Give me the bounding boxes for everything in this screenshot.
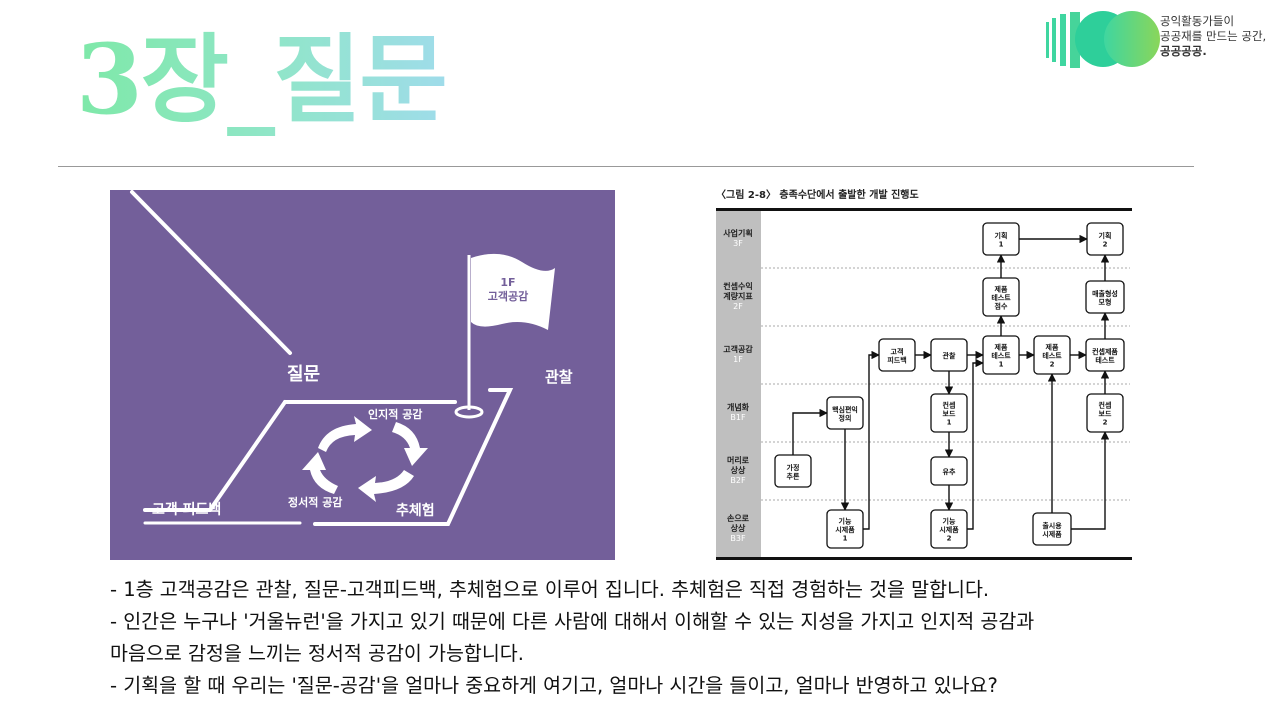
svg-text:고객: 고객 — [891, 347, 904, 356]
bullet-3: 마음으로 감정을 느끼는 정서적 공감이 가능합니다. — [110, 642, 524, 665]
row-floor: 3F — [733, 239, 743, 248]
flow-node-plan2: 기획2 — [1086, 222, 1124, 256]
svg-text:테스트: 테스트 — [991, 351, 1011, 360]
row-label: 개념화 — [727, 402, 750, 412]
logo-text: 공익활동가들이 공공재를 만드는 공간, 공공공공. — [1160, 14, 1266, 59]
row-floor: 1F — [733, 355, 743, 364]
svg-text:컨셉제품: 컨셉제품 — [1092, 347, 1118, 356]
svg-text:유추: 유추 — [943, 467, 956, 476]
flow-arrow — [863, 350, 880, 530]
svg-text:제품: 제품 — [995, 285, 1008, 294]
svg-text:1: 1 — [947, 419, 952, 427]
brand-logo — [1046, 11, 1160, 68]
row-floor: B2F — [730, 476, 746, 485]
bullet-4: - 기획을 할 때 우리는 '질문-공감'을 얼마나 중요하게 여기고, 얼마나… — [110, 674, 998, 697]
svg-text:기획: 기획 — [995, 231, 1008, 240]
svg-text:출시용: 출시용 — [1042, 521, 1062, 530]
cognitive-empathy-label: 인지적 공감 — [368, 407, 422, 421]
svg-text:매출형성: 매출형성 — [1092, 289, 1118, 298]
figure-caption: 〈그림 2-8〉 층족수단에서 출발한 개발 진행도 — [716, 190, 919, 201]
experience-label: 추체험 — [396, 502, 435, 519]
flag-empathy-label: 고객공감 — [488, 289, 528, 303]
svg-text:2: 2 — [1050, 361, 1055, 369]
svg-text:기획: 기획 — [1099, 231, 1112, 240]
svg-text:관찰: 관찰 — [943, 351, 956, 360]
svg-text:테스트: 테스트 — [1042, 351, 1062, 360]
page-title: 3장_질문 — [76, 20, 448, 140]
svg-text:시제품: 시제품 — [939, 525, 959, 534]
row-floor: 2F — [733, 302, 743, 311]
row-label: 손으로 — [727, 514, 750, 523]
row-label: 머리로 — [727, 455, 750, 465]
svg-text:가정: 가정 — [787, 463, 800, 472]
logo-line-3: 공공공공. — [1160, 44, 1207, 58]
svg-text:2: 2 — [947, 535, 952, 543]
svg-text:컨셉: 컨셉 — [943, 401, 956, 410]
row-label: 사업기획 — [723, 228, 752, 238]
svg-text:컨셉: 컨셉 — [1099, 401, 1112, 410]
svg-text:정의: 정의 — [839, 413, 852, 422]
svg-text:제품: 제품 — [1046, 343, 1059, 352]
logo-line-2: 공공재를 만드는 공간, — [1160, 29, 1267, 43]
flow-arrow — [967, 358, 984, 530]
customer-feedback-label: 고객 피드백 — [152, 501, 221, 518]
row-floor: B3F — [730, 534, 746, 543]
svg-text:모형: 모형 — [1099, 297, 1112, 306]
svg-text:1: 1 — [999, 240, 1004, 248]
svg-text:보드: 보드 — [1099, 410, 1112, 418]
row-label: 상상 — [731, 465, 746, 475]
row-floor: B1F — [730, 413, 746, 422]
svg-text:테스트: 테스트 — [991, 293, 1011, 302]
row-label: 컨셉수익 — [723, 281, 752, 291]
svg-text:1: 1 — [843, 535, 848, 543]
logo-line-1: 공익활동가들이 — [1160, 14, 1235, 28]
svg-text:테스트: 테스트 — [1095, 355, 1115, 364]
svg-text:피드백: 피드백 — [887, 355, 906, 364]
svg-text:추론: 추론 — [787, 471, 800, 480]
svg-text:제품: 제품 — [995, 343, 1008, 352]
svg-text:기능: 기능 — [943, 517, 956, 526]
svg-text:시제품: 시제품 — [1042, 529, 1062, 538]
svg-text:1: 1 — [999, 361, 1004, 369]
observe-label: 관찰 — [545, 368, 573, 386]
customer-empathy-figure: 1F 고객공감 질문 관찰 인지적 공감 정서적 공감 고객 피드백 추체험 — [110, 190, 615, 560]
bullet-1: - 1층 고객공감은 관찰, 질문-고객피드백, 추체험으로 이루어 집니다. … — [110, 578, 990, 601]
flow-arrow — [792, 408, 828, 455]
bullet-2: - 인간은 누구나 '거울뉴런'을 가지고 있기 때문에 다른 사람에 대해서 … — [110, 610, 1035, 633]
row-label: 상상 — [731, 523, 746, 533]
svg-text:2: 2 — [1103, 419, 1108, 427]
flag-floor-label: 1F — [500, 276, 515, 289]
flow-node-infer: 유추 — [930, 456, 968, 486]
flow-node-plan1: 기획1 — [982, 222, 1020, 256]
svg-text:시제품: 시제품 — [835, 525, 855, 534]
emotional-empathy-label: 정서적 공감 — [288, 495, 342, 509]
question-label: 질문 — [287, 364, 320, 385]
svg-text:점수: 점수 — [995, 302, 1008, 311]
flow-node-observe: 관찰 — [930, 338, 968, 372]
cycle-arrows-icon — [302, 416, 428, 502]
svg-text:핵심편익: 핵심편익 — [832, 405, 858, 414]
svg-text:2: 2 — [1103, 240, 1108, 248]
row-label: 계량지표 — [723, 291, 753, 301]
flow-node-feedback: 고객피드백 — [878, 338, 916, 372]
bullet-list: - 1층 고객공감은 관찰, 질문-고객피드백, 추체험으로 이루어 집니다. … — [110, 574, 1250, 702]
flow-arrow — [1071, 431, 1110, 530]
svg-text:기능: 기능 — [839, 517, 852, 526]
row-label: 고객공감 — [723, 344, 753, 354]
title-divider — [58, 166, 1194, 167]
svg-text:보드: 보드 — [943, 410, 956, 418]
